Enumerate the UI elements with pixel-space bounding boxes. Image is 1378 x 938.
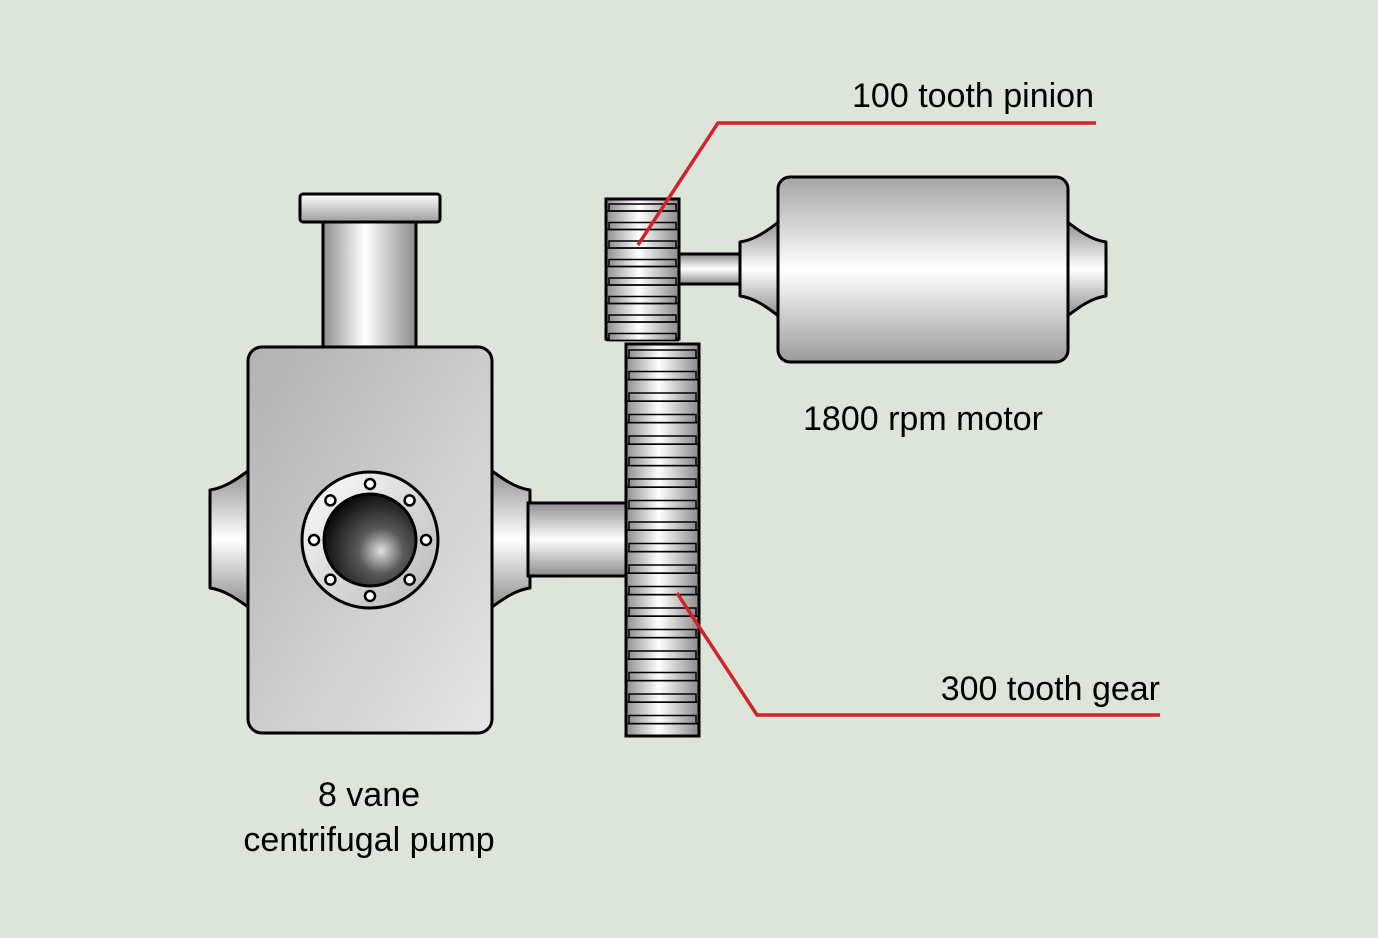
gear-teeth: [626, 349, 699, 725]
gear-tooth: [628, 521, 697, 531]
pinion-tooth: [608, 295, 677, 305]
flange-bolt: [324, 494, 337, 507]
gear-tooth: [628, 671, 697, 682]
gear-tooth: [628, 370, 697, 381]
gear-tooth: [628, 435, 697, 445]
motor-body: [776, 175, 1070, 364]
gear-tooth: [628, 693, 697, 703]
gear-tooth: [628, 714, 697, 725]
gear-tooth: [628, 478, 697, 488]
motor: [738, 175, 1108, 364]
pinion-tooth: [608, 332, 677, 342]
motor-right-hub: [1063, 218, 1108, 320]
gear-tooth: [628, 564, 697, 574]
gear-tooth: [628, 349, 697, 359]
label-pump-line2: centrifugal pump: [243, 821, 494, 859]
label-gear: 300 tooth gear: [941, 670, 1160, 708]
motor-left-hub: [738, 218, 783, 320]
gear-tooth: [628, 585, 697, 596]
gear-tooth: [628, 650, 697, 660]
pinion-tooth: [608, 221, 677, 231]
pinion-100-tooth: [604, 197, 681, 342]
label-pinion: 100 tooth pinion: [852, 77, 1094, 115]
gear-leader-line: [675, 592, 1160, 717]
pump-right-hub: [486, 466, 532, 612]
pinion-tooth: [608, 258, 677, 268]
flange-bolt: [324, 573, 337, 586]
suction-port-opening: [322, 492, 418, 588]
pinion-teeth: [606, 203, 679, 342]
gear-300-tooth: [624, 342, 701, 738]
gear-tooth: [628, 456, 697, 467]
centrifugal-pump: [208, 192, 632, 735]
gear-body: [624, 342, 701, 738]
flange-bolt: [403, 573, 416, 586]
pinion-tooth: [608, 240, 677, 249]
discharge-flange: [298, 192, 442, 224]
gear-tooth: [628, 392, 697, 402]
flange-bolt: [419, 533, 433, 547]
pump-drive-shaft: [526, 501, 632, 578]
pump-left-hub: [208, 466, 254, 612]
label-pump-line1: 8 vane: [318, 776, 420, 814]
gear-tooth: [628, 499, 697, 510]
gear-tooth: [628, 542, 697, 553]
pinion-tooth: [608, 314, 677, 323]
label-motor: 1800 rpm motor: [803, 400, 1043, 438]
flange-bolt: [307, 533, 321, 547]
flange-bolt: [403, 494, 416, 507]
discharge-pipe: [321, 216, 418, 352]
flange-bolts: [307, 477, 433, 603]
flange-bolt: [363, 589, 377, 603]
gear-tooth: [628, 413, 697, 424]
pinion-tooth: [608, 277, 677, 286]
pinion-leader-line: [636, 121, 1096, 246]
motor-shaft: [674, 252, 748, 286]
flange-bolt: [363, 477, 377, 491]
gear-tooth: [628, 628, 697, 639]
